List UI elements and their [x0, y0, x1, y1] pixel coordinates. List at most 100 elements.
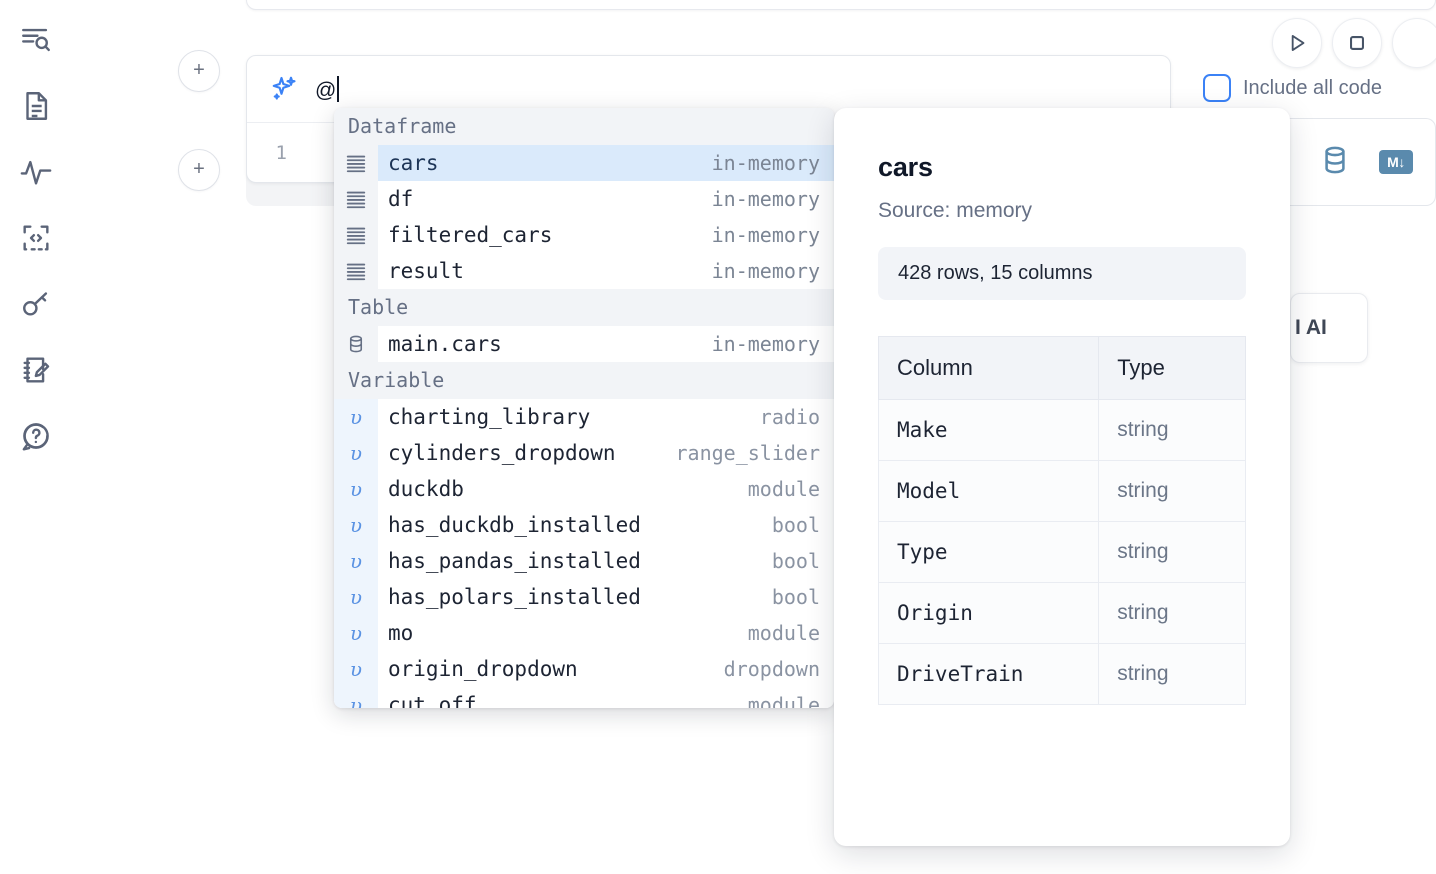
schema-column-type: string	[1098, 582, 1246, 644]
table-db-icon	[334, 326, 378, 362]
autocomplete-group-header: Variable	[334, 362, 834, 399]
schema-header-type: Type	[1098, 336, 1246, 400]
autocomplete-item-label: charting_library	[388, 405, 591, 429]
autocomplete-item-type: bool	[771, 549, 820, 573]
ai-prompt-input-row[interactable]: @	[247, 56, 1170, 122]
schema-column-type: string	[1098, 399, 1246, 461]
run-cell-button[interactable]	[1272, 18, 1322, 68]
add-cell-button-top[interactable]: +	[178, 50, 220, 92]
variable-icon: υ	[334, 507, 378, 543]
schema-header-row: Column Type	[877, 336, 1246, 400]
ai-prompt-value: @	[315, 78, 337, 102]
document-icon[interactable]	[14, 84, 58, 128]
include-all-code-label: Include all code	[1243, 76, 1382, 99]
autocomplete-item[interactable]: cars in-memory	[334, 145, 834, 181]
more-cell-actions-button[interactable]	[1392, 18, 1436, 68]
autocomplete-item[interactable]: υ charting_library radio	[334, 399, 834, 435]
autocomplete-item-label: result	[388, 259, 464, 283]
schema-column-type: string	[1098, 521, 1246, 583]
sparkle-ai-icon	[269, 74, 299, 104]
schema-column-type: string	[1098, 643, 1246, 705]
autocomplete-item-label: main.cars	[388, 332, 502, 356]
autocomplete-item-type: dropdown	[723, 657, 820, 681]
dataframe-icon	[334, 217, 378, 253]
autocomplete-item[interactable]: df in-memory	[334, 181, 834, 217]
include-all-code-row[interactable]: Include all code	[1203, 74, 1382, 102]
variable-icon: υ	[334, 471, 378, 507]
autocomplete-item-label: has_polars_installed	[388, 585, 641, 609]
variable-icon: υ	[334, 579, 378, 615]
generate-with-ai-card[interactable]: I AI	[1290, 293, 1368, 363]
autocomplete-item-type: module	[747, 477, 820, 501]
code-snippet-icon[interactable]	[14, 216, 58, 260]
schema-column-type: string	[1098, 460, 1246, 522]
autocomplete-item[interactable]: υ origin_dropdown dropdown	[334, 651, 834, 687]
autocomplete-item-type: in-memory	[711, 187, 820, 211]
autocomplete-item[interactable]: υ has_duckdb_installed bool	[334, 507, 834, 543]
variable-icon: υ	[334, 399, 378, 435]
line-number: 1	[275, 141, 287, 164]
autocomplete-item-label: has_duckdb_installed	[388, 513, 641, 537]
autocomplete-group-header: Table	[334, 289, 834, 326]
autocomplete-item-type: module	[747, 621, 820, 645]
dataframe-preview-panel: cars Source: memory 428 rows, 15 columns…	[834, 108, 1290, 846]
scratchpad-edit-icon[interactable]	[14, 348, 58, 392]
schema-header-column: Column	[877, 336, 1100, 400]
autocomplete-item-type: module	[747, 693, 820, 708]
autocomplete-item-label: filtered_cars	[388, 223, 553, 247]
autocomplete-item-label: origin_dropdown	[388, 657, 578, 681]
variable-icon: υ	[334, 615, 378, 651]
autocomplete-group-header: Dataframe	[334, 108, 834, 145]
panel-title: cars	[878, 152, 933, 182]
schema-column-name: DriveTrain	[877, 643, 1100, 705]
autocomplete-item-label: cut_off	[388, 693, 477, 708]
panel-source-label: Source: memory	[878, 199, 1033, 222]
activity-pulse-icon[interactable]	[14, 150, 58, 194]
generate-with-ai-label: I AI	[1295, 316, 1327, 339]
autocomplete-item-type: in-memory	[711, 223, 820, 247]
dataframe-icon	[334, 181, 378, 217]
schema-column-name: Make	[877, 399, 1100, 461]
autocomplete-item-type: radio	[759, 405, 820, 429]
autocomplete-item[interactable]: υ has_polars_installed bool	[334, 579, 834, 615]
dataframe-icon	[334, 145, 378, 181]
autocomplete-item[interactable]: filtered_cars in-memory	[334, 217, 834, 253]
autocomplete-item-type: range_slider	[675, 441, 821, 465]
add-cell-plus-icon: +	[193, 158, 205, 180]
add-cell-button-bottom[interactable]: +	[178, 149, 220, 191]
autocomplete-item-type: bool	[771, 513, 820, 537]
stop-cell-button[interactable]	[1332, 18, 1382, 68]
help-chat-icon[interactable]	[14, 414, 58, 458]
schema-column-name: Origin	[877, 582, 1100, 644]
panel-shape-badge: 428 rows, 15 columns	[878, 247, 1246, 300]
autocomplete-item-type: in-memory	[711, 151, 820, 175]
autocomplete-item-label: df	[388, 187, 414, 211]
variable-icon: υ	[334, 651, 378, 687]
autocomplete-item-label: cars	[388, 151, 439, 175]
markdown-icon[interactable]: M↓	[1379, 150, 1413, 174]
autocomplete-item-type: bool	[771, 585, 820, 609]
key-secrets-icon[interactable]	[14, 282, 58, 326]
database-sql-icon[interactable]	[1319, 144, 1351, 181]
include-all-code-checkbox[interactable]	[1203, 74, 1231, 102]
autocomplete-item-label: mo	[388, 621, 414, 645]
left-icon-rail	[0, 0, 72, 874]
autocomplete-item-label: has_pandas_installed	[388, 549, 641, 573]
explore-search-icon[interactable]	[14, 18, 58, 62]
